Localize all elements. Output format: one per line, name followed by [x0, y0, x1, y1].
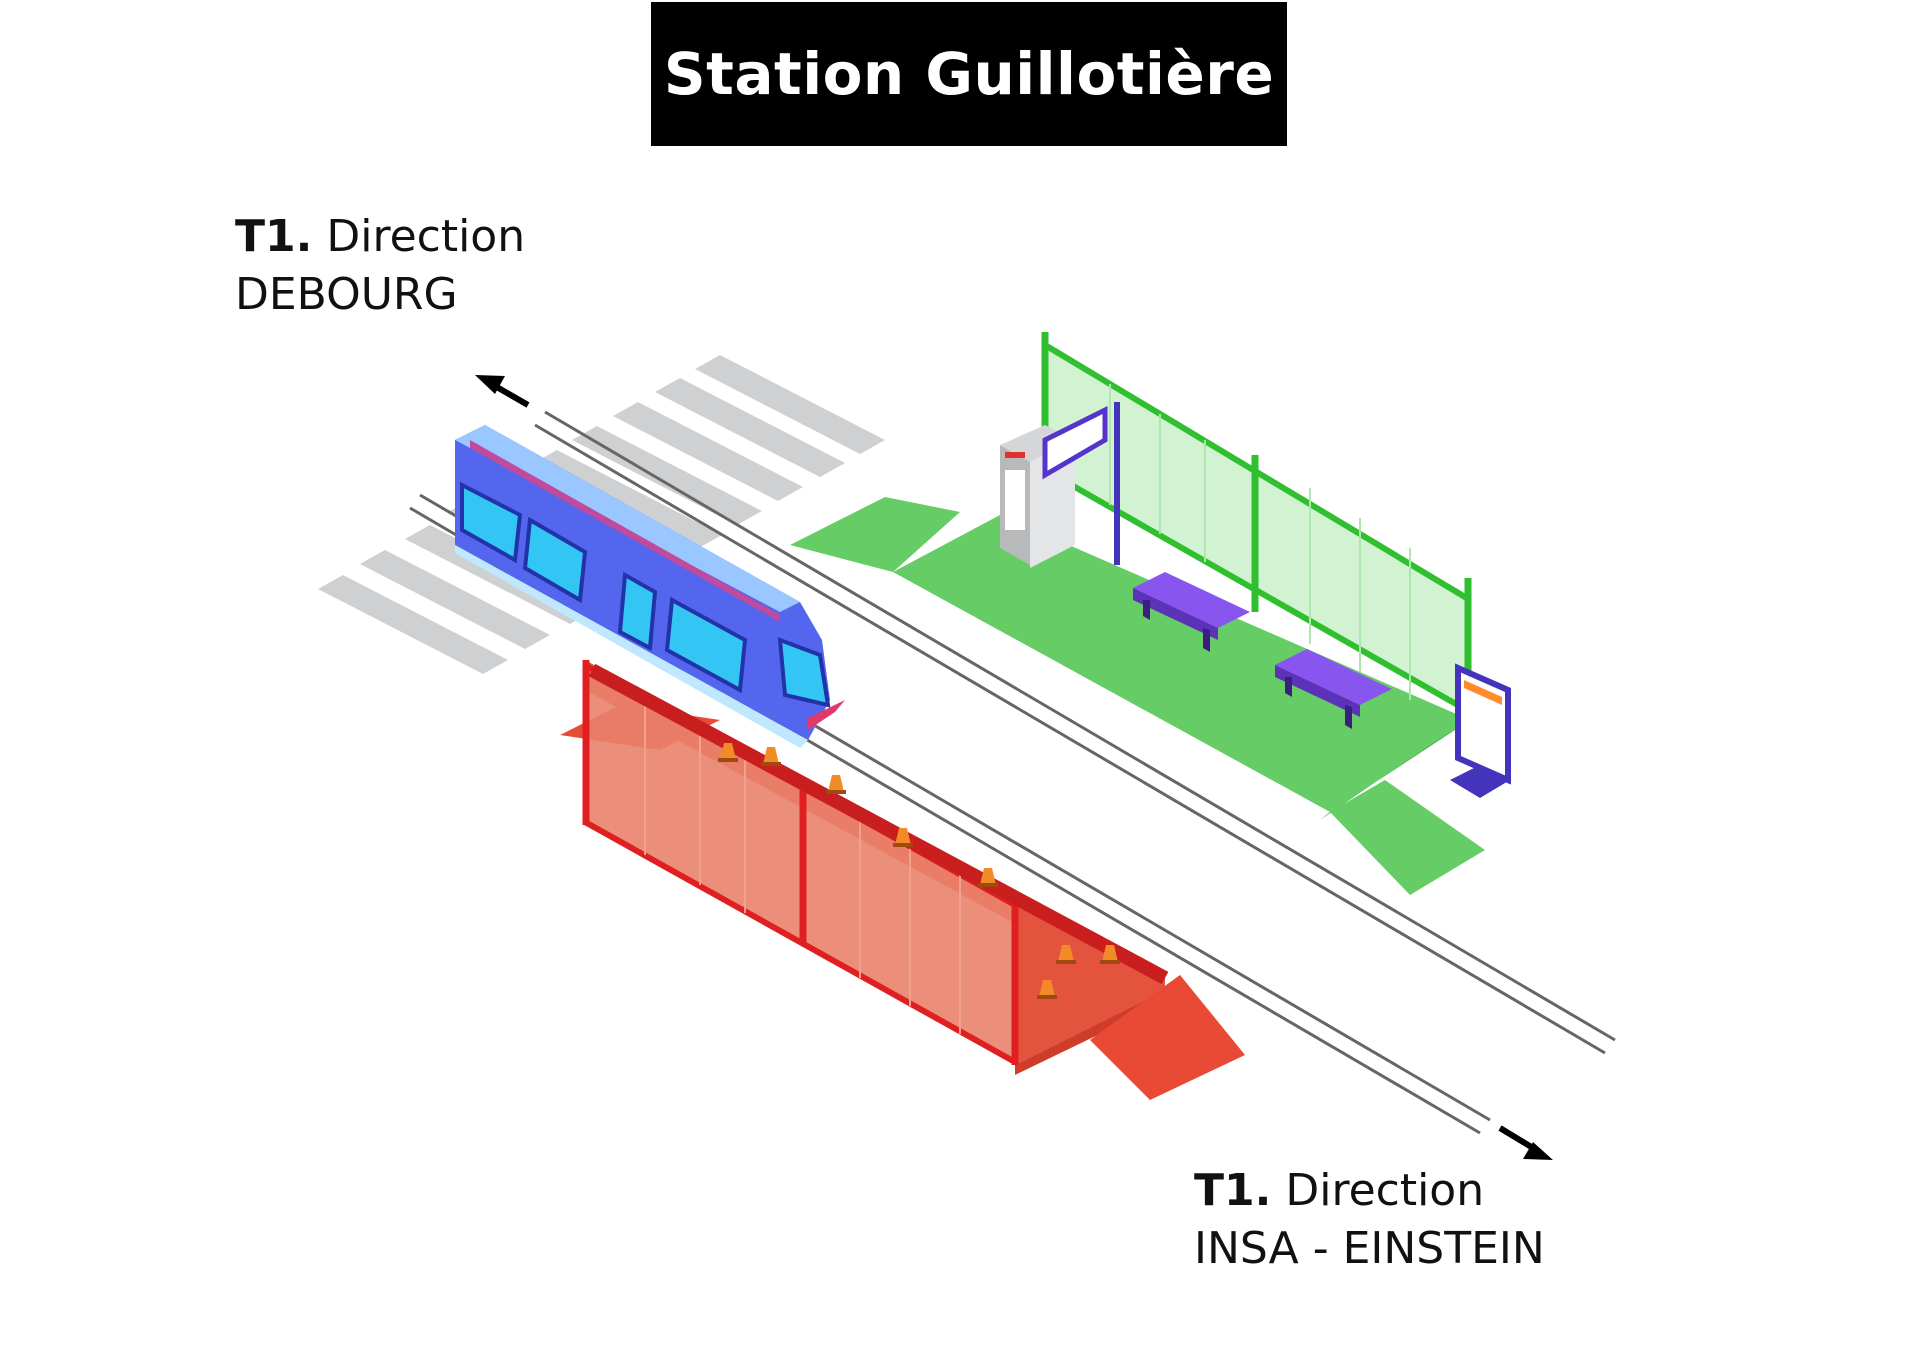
- direction-label-insa-einstein: T1. Direction INSA - EINSTEIN: [1194, 1162, 1545, 1278]
- direction-label-debourg: T1. Direction DEBOURG: [235, 208, 525, 324]
- traffic-cone-icon: [1100, 945, 1120, 964]
- line-code: T1.: [1194, 1165, 1272, 1216]
- station-title-box: Station Guillotière: [651, 2, 1287, 146]
- tram-icon: [455, 425, 845, 748]
- bench-icon: [1275, 649, 1392, 729]
- line-code: T1.: [235, 211, 313, 262]
- traffic-cone-icon: [893, 828, 913, 847]
- bench-icon: [1133, 572, 1250, 652]
- traffic-cone-icon: [978, 868, 998, 887]
- traffic-cone-icon: [718, 743, 738, 762]
- info-sign: [1042, 402, 1120, 565]
- platform-ramp-east: [1330, 780, 1485, 895]
- traffic-cone-icon: [1056, 945, 1076, 964]
- platform-ramp-west: [790, 497, 960, 572]
- direction-word: Direction: [1285, 1165, 1485, 1216]
- direction-word: Direction: [326, 211, 526, 262]
- station-title: Station Guillotière: [663, 40, 1275, 108]
- info-totem-icon: [1450, 663, 1511, 798]
- traffic-cones: [718, 743, 1120, 999]
- closed-ramp-east: [1090, 975, 1245, 1100]
- arrow-se-icon: [1498, 1125, 1553, 1160]
- platform-deck: [893, 515, 1470, 812]
- arrow-nw-icon: [475, 375, 530, 408]
- destination-name: DEBOURG: [235, 269, 458, 320]
- traffic-cone-icon: [1037, 980, 1057, 999]
- open-platform: [790, 332, 1511, 895]
- traffic-cone-icon: [761, 747, 781, 766]
- traffic-cone-icon: [826, 775, 846, 794]
- closed-platform: [560, 660, 1245, 1100]
- destination-name: INSA - EINSTEIN: [1194, 1223, 1545, 1274]
